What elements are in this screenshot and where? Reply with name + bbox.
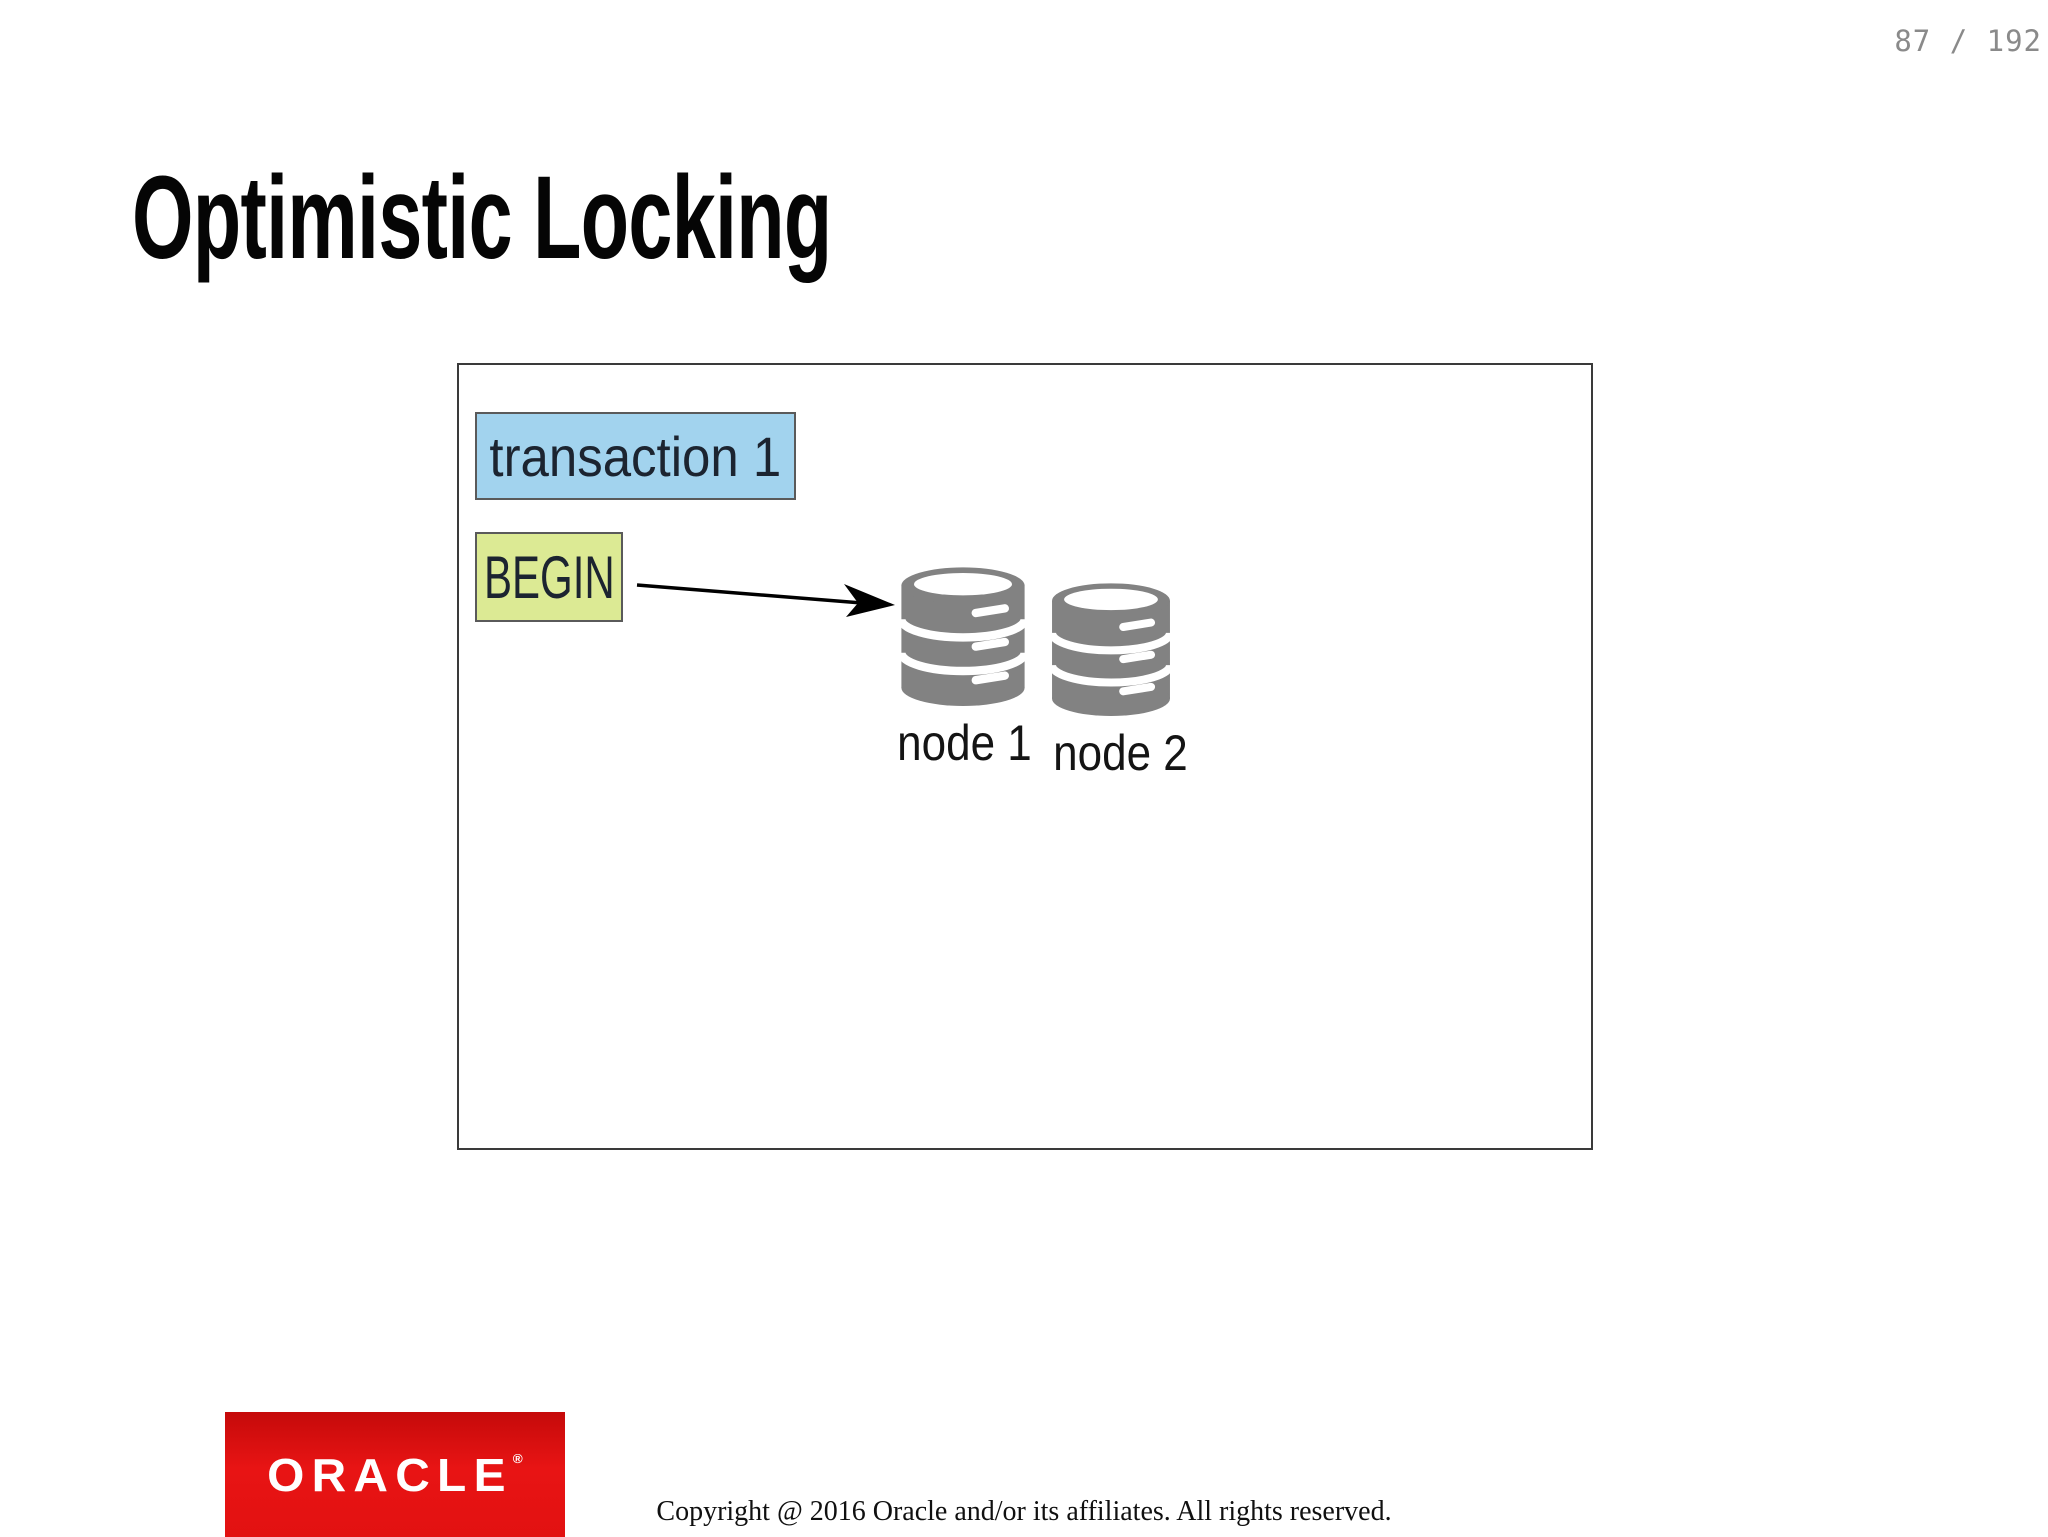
begin-to-node-arrow-icon	[636, 583, 895, 617]
database-node2-icon	[1044, 579, 1178, 719]
slide-title: Optimistic Locking	[132, 152, 832, 284]
oracle-wordmark: ORACLE®	[267, 1448, 523, 1501]
transaction-1-box: transaction 1	[475, 412, 796, 500]
transaction-1-label: transaction 1	[489, 424, 782, 488]
begin-label: BEGIN	[483, 543, 615, 611]
registered-trademark-icon: ®	[512, 1450, 523, 1466]
copyright-text: Copyright @ 2016 Oracle and/or its affil…	[656, 1496, 1392, 1527]
node2-label: node 2	[1052, 725, 1188, 781]
node1-label: node 1	[896, 715, 1032, 771]
page-number: 87 / 192	[1894, 24, 2042, 58]
database-node1-icon	[893, 563, 1033, 709]
begin-box: BEGIN	[475, 532, 623, 622]
oracle-logo: ORACLE®	[225, 1412, 565, 1537]
